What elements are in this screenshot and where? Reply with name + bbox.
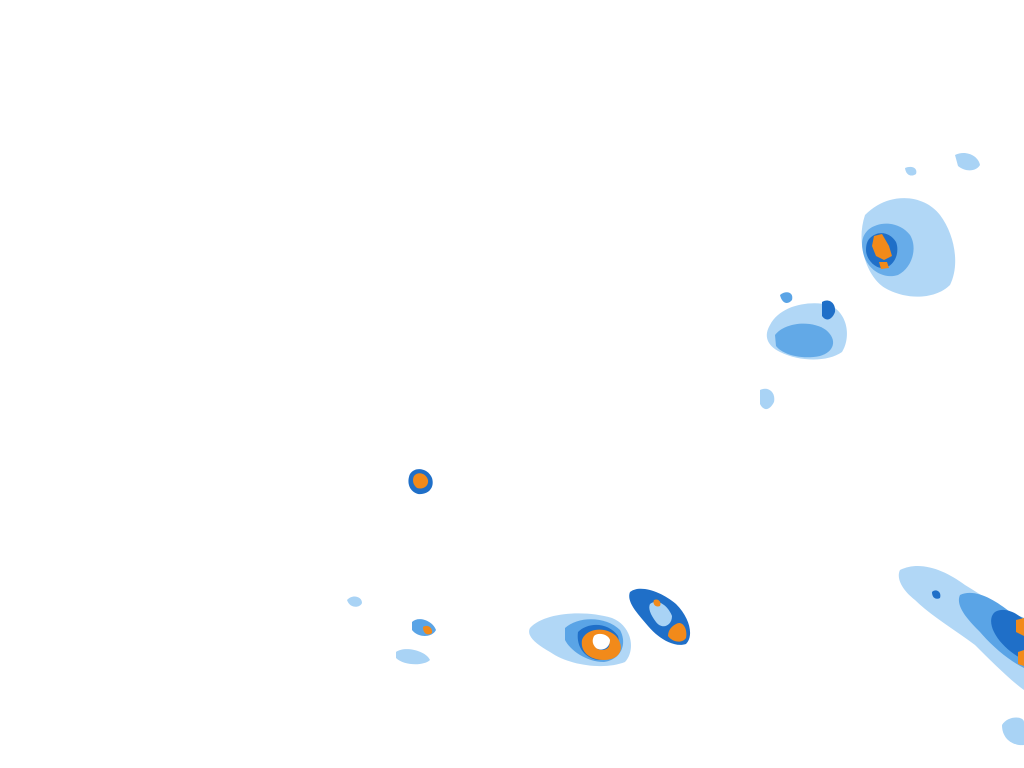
rain-area-light xyxy=(649,601,672,627)
rain-area-light xyxy=(396,649,430,665)
rain-area-peak xyxy=(423,625,433,635)
rain-area-light xyxy=(1002,717,1024,746)
rain-area-dark xyxy=(991,609,1024,660)
rain-area-light xyxy=(760,388,775,410)
rain-area-dark xyxy=(932,590,941,599)
rain-cell-south-east xyxy=(629,588,691,645)
rain-area-light xyxy=(347,596,362,607)
rain-area-peak xyxy=(413,473,429,489)
rain-area-peak xyxy=(872,234,892,260)
rain-area-medium xyxy=(780,292,793,303)
rain-cell-southwest xyxy=(347,596,436,665)
rain-cell-center xyxy=(408,469,433,495)
rain-cell-northeast xyxy=(861,153,980,297)
rain-area-peak xyxy=(581,629,621,660)
rain-area-dark xyxy=(822,300,836,320)
rain-area-light xyxy=(955,153,980,171)
rain-area-peak xyxy=(668,622,687,642)
rain-area-peak xyxy=(653,599,661,607)
rain-area-light xyxy=(898,565,1024,690)
rain-area-medium xyxy=(775,323,834,358)
rain-area-peak xyxy=(1018,650,1024,666)
rain-area-light xyxy=(905,166,917,176)
rain-cell-south xyxy=(529,613,632,667)
rain-cell-east xyxy=(760,292,847,410)
rain-cell-southeast-edge xyxy=(898,565,1024,746)
rain-area-peak xyxy=(1016,618,1024,636)
rain-area-light xyxy=(592,633,610,650)
rain-area-peak xyxy=(879,262,889,269)
